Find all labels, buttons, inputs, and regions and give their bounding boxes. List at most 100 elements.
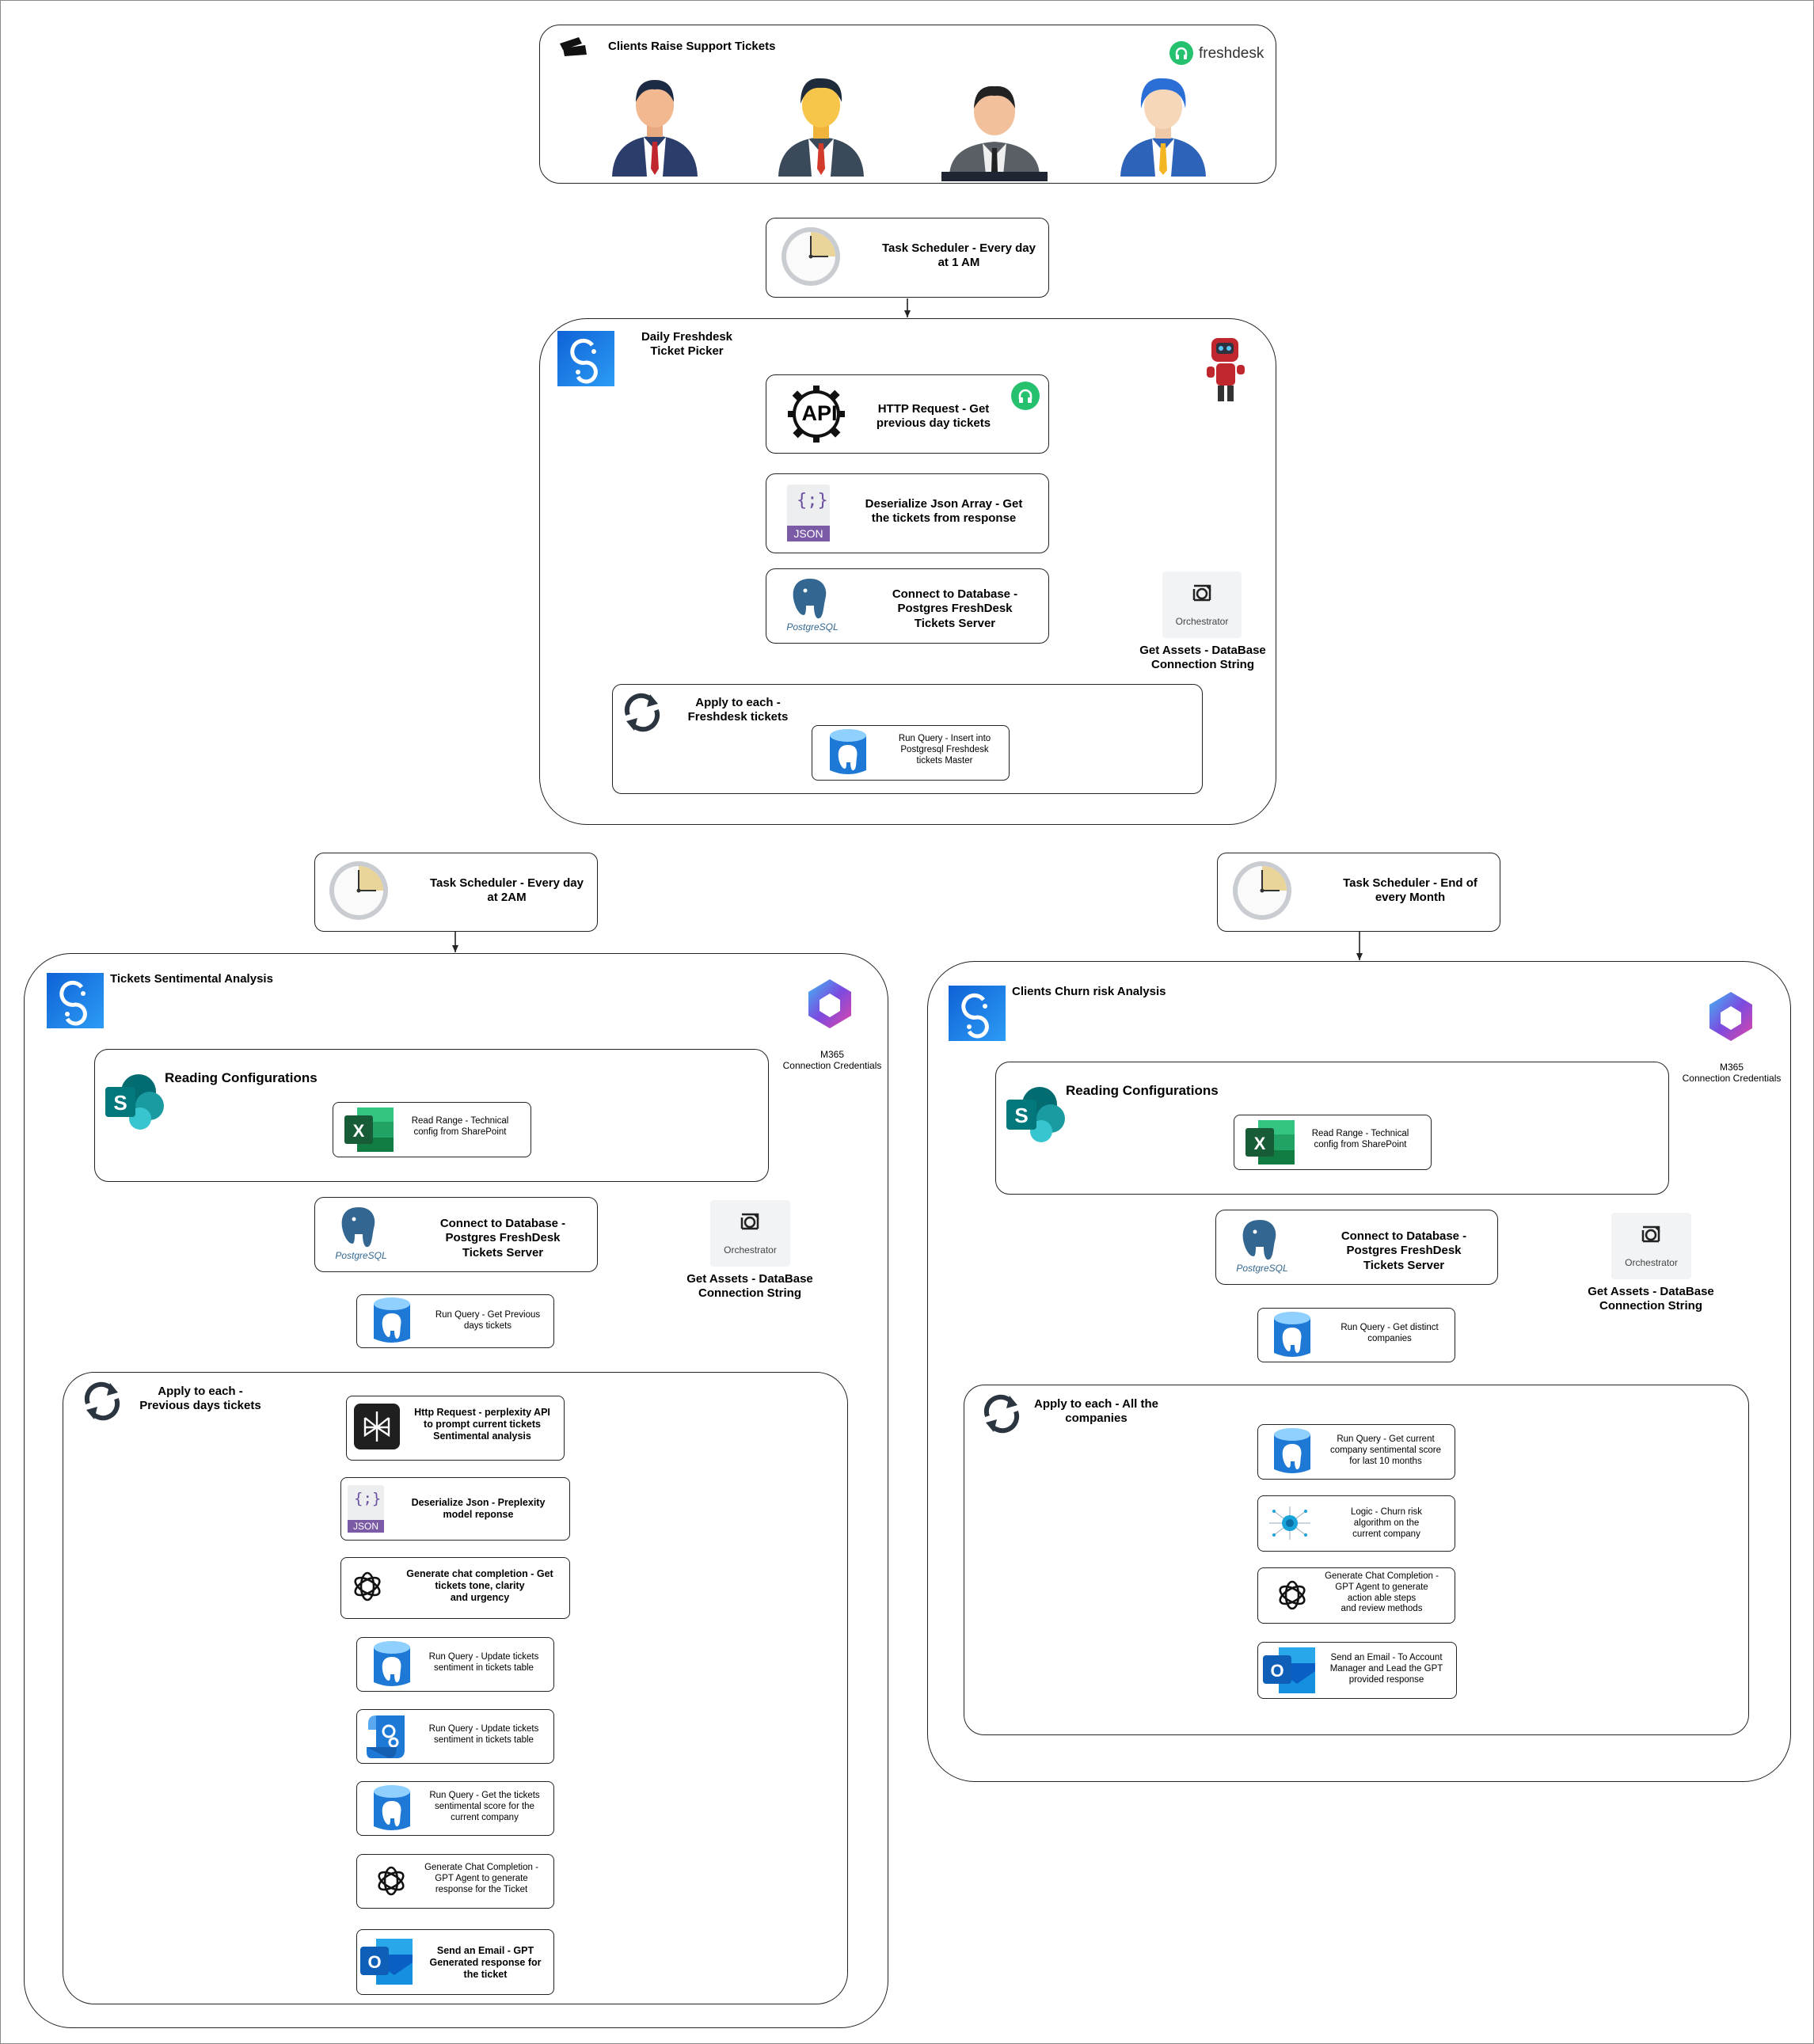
generate-chat-completion-actions[interactable] — [1257, 1567, 1455, 1624]
m365-label: M365 Connection Credentials — [1682, 1062, 1782, 1085]
json-label: Deserialize Json Array - Get the tickets… — [865, 497, 1023, 526]
perplexity-icon — [354, 1404, 400, 1449]
get-assets-label: Get Assets - DataBase Connection String — [1139, 644, 1266, 672]
excel-icon: X — [344, 1107, 394, 1152]
sentiment-step-label: Send an Email - GPT Generated response f… — [429, 1945, 542, 1980]
clients-title: Clients Raise Support Tickets — [608, 40, 776, 53]
azure-script-icon — [367, 1715, 405, 1758]
svg-text:O: O — [367, 1952, 381, 1972]
svg-text:X: X — [1254, 1134, 1266, 1153]
churn-step-label: Generate Chat Completion - GPT Agent to … — [1325, 1571, 1439, 1614]
postgres-db-icon — [1271, 1310, 1314, 1361]
loop-icon — [624, 693, 660, 732]
reading-title: Reading Configurations — [1066, 1083, 1219, 1098]
churn-step-label: Logic - Churn risk algorithm on the curr… — [1350, 1507, 1423, 1539]
scheduler-label: Task Scheduler - End of every Month — [1343, 876, 1477, 905]
ai-logic-icon — [1269, 1506, 1310, 1540]
outlook-icon: O — [360, 1939, 413, 1985]
freshdesk-logo-icon — [1169, 41, 1193, 65]
freshdesk-small-icon — [1011, 382, 1040, 410]
postgres-db-icon — [371, 1296, 413, 1347]
clock-icon — [1233, 861, 1291, 920]
sentiment-step-label: Generate Chat Completion - GPT Agent to … — [424, 1863, 538, 1894]
insert-label: Run Query - Insert into Postgresql Fresh… — [898, 734, 991, 766]
sentiment-step-label: Run Query - Update tickets sentiment in … — [428, 1652, 539, 1673]
json-badge: JSON — [348, 1520, 384, 1533]
loop-label: Apply to each - All the companies — [1034, 1397, 1158, 1426]
postgresql-elephant-icon — [1241, 1218, 1278, 1262]
sentiment-title: Tickets Sentimental Analysis — [110, 972, 273, 986]
loop-label: Apply to each - Freshdesk tickets — [687, 696, 789, 724]
postgresql-elephant-icon — [340, 1205, 377, 1249]
churn-step-label: Run Query - Get current company sentimen… — [1330, 1434, 1441, 1466]
m365-icon — [808, 979, 851, 1028]
uipath-studio-icon — [949, 986, 1006, 1041]
orchestrator-tile: Orchestrator — [1611, 1213, 1691, 1279]
excel-icon: X — [1245, 1120, 1295, 1164]
clock-icon — [782, 227, 840, 286]
sentiment-step-label: Deserialize Json - Preplexity model repo… — [411, 1497, 546, 1520]
postgres-db-icon — [371, 1639, 413, 1690]
openai-icon — [354, 1571, 381, 1601]
json-badge: JSON — [787, 526, 830, 541]
run-query-label: Run Query - Get Previous days tickets — [435, 1310, 541, 1331]
orchestrator-label: Orchestrator — [724, 1244, 777, 1256]
postgres-db-icon — [827, 728, 869, 778]
outlook-icon: O — [1263, 1647, 1315, 1693]
sharepoint-icon: S — [1006, 1087, 1065, 1142]
sentiment-step-label: Generate chat completion - Get tickets t… — [406, 1568, 553, 1603]
orchestrator-tile: Orchestrator — [710, 1200, 790, 1267]
person-icon — [941, 85, 1048, 181]
openai-icon — [378, 1866, 405, 1896]
postgresql-word: PostgreSQL — [335, 1250, 387, 1261]
orchestrator-tile: Orchestrator — [1162, 572, 1242, 638]
api-gear-icon — [788, 386, 845, 443]
api-icon-label: API — [801, 401, 838, 425]
m365-label: M365 Connection Credentials — [782, 1049, 882, 1072]
get-assets-label: Get Assets - DataBase Connection String — [1588, 1285, 1714, 1313]
scheduler-label: Task Scheduler - Every day at 2AM — [430, 876, 584, 905]
run-query-label: Run Query - Get distinct companies — [1341, 1323, 1439, 1343]
freshdesk-brand: freshdesk — [1199, 45, 1264, 62]
json-file-icon: {;} JSON — [348, 1485, 384, 1533]
read-range-label: Read Range - Technical config from Share… — [1311, 1129, 1409, 1149]
generate-chat-completion-response[interactable] — [356, 1854, 554, 1909]
churn-title: Clients Churn risk Analysis — [1012, 985, 1166, 998]
loop-icon — [84, 1381, 120, 1421]
svg-text:S: S — [1014, 1104, 1028, 1127]
sentiment-step-label: Run Query - Update tickets sentiment in … — [428, 1724, 539, 1745]
sharepoint-icon: S — [105, 1074, 164, 1130]
connect-label: Connect to Database - Postgres FreshDesk… — [439, 1217, 566, 1259]
orchestrator-label: Orchestrator — [1625, 1257, 1678, 1268]
loop-label: Apply to each - Previous days tickets — [139, 1385, 261, 1413]
clock-icon — [329, 861, 388, 920]
svg-text:S: S — [113, 1091, 127, 1115]
postgresql-word: PostgreSQL — [1236, 1263, 1288, 1274]
http-label: HTTP Request - Get previous day tickets — [876, 402, 991, 431]
uipath-studio-icon — [557, 331, 614, 386]
churn-step-label: Send an Email - To Account Manager and L… — [1329, 1653, 1443, 1685]
read-range-label: Read Range - Technical config from Share… — [411, 1116, 509, 1137]
postgresql-word: PostgreSQL — [786, 621, 839, 633]
person-icon — [778, 78, 864, 177]
postgres-db-icon — [1271, 1427, 1314, 1477]
loop-icon — [983, 1394, 1020, 1434]
orchestrator-label: Orchestrator — [1175, 616, 1229, 627]
connect-label: Connect to Database - Postgres FreshDesk… — [892, 587, 1018, 630]
daily-title: Daily Freshdesk Ticket Picker — [641, 330, 733, 359]
person-icon — [612, 80, 698, 177]
get-assets-label: Get Assets - DataBase Connection String — [686, 1272, 813, 1301]
sentiment-step-label: Run Query - Get the tickets sentimental … — [429, 1791, 540, 1822]
postgres-db-icon — [371, 1784, 413, 1834]
json-file-icon: {;} JSON — [787, 484, 830, 541]
openai-icon — [1279, 1580, 1306, 1610]
connect-label: Connect to Database - Postgres FreshDesk… — [1341, 1229, 1467, 1272]
reading-title: Reading Configurations — [165, 1070, 318, 1085]
uipath-studio-icon — [47, 973, 104, 1028]
m365-icon — [1709, 992, 1752, 1041]
svg-text:O: O — [1270, 1661, 1283, 1681]
scheduler-label: Task Scheduler - Every day at 1 AM — [882, 241, 1036, 270]
sentiment-step-label: Http Request - perplexity API to prompt … — [414, 1407, 550, 1442]
ticket-icon — [560, 37, 587, 56]
